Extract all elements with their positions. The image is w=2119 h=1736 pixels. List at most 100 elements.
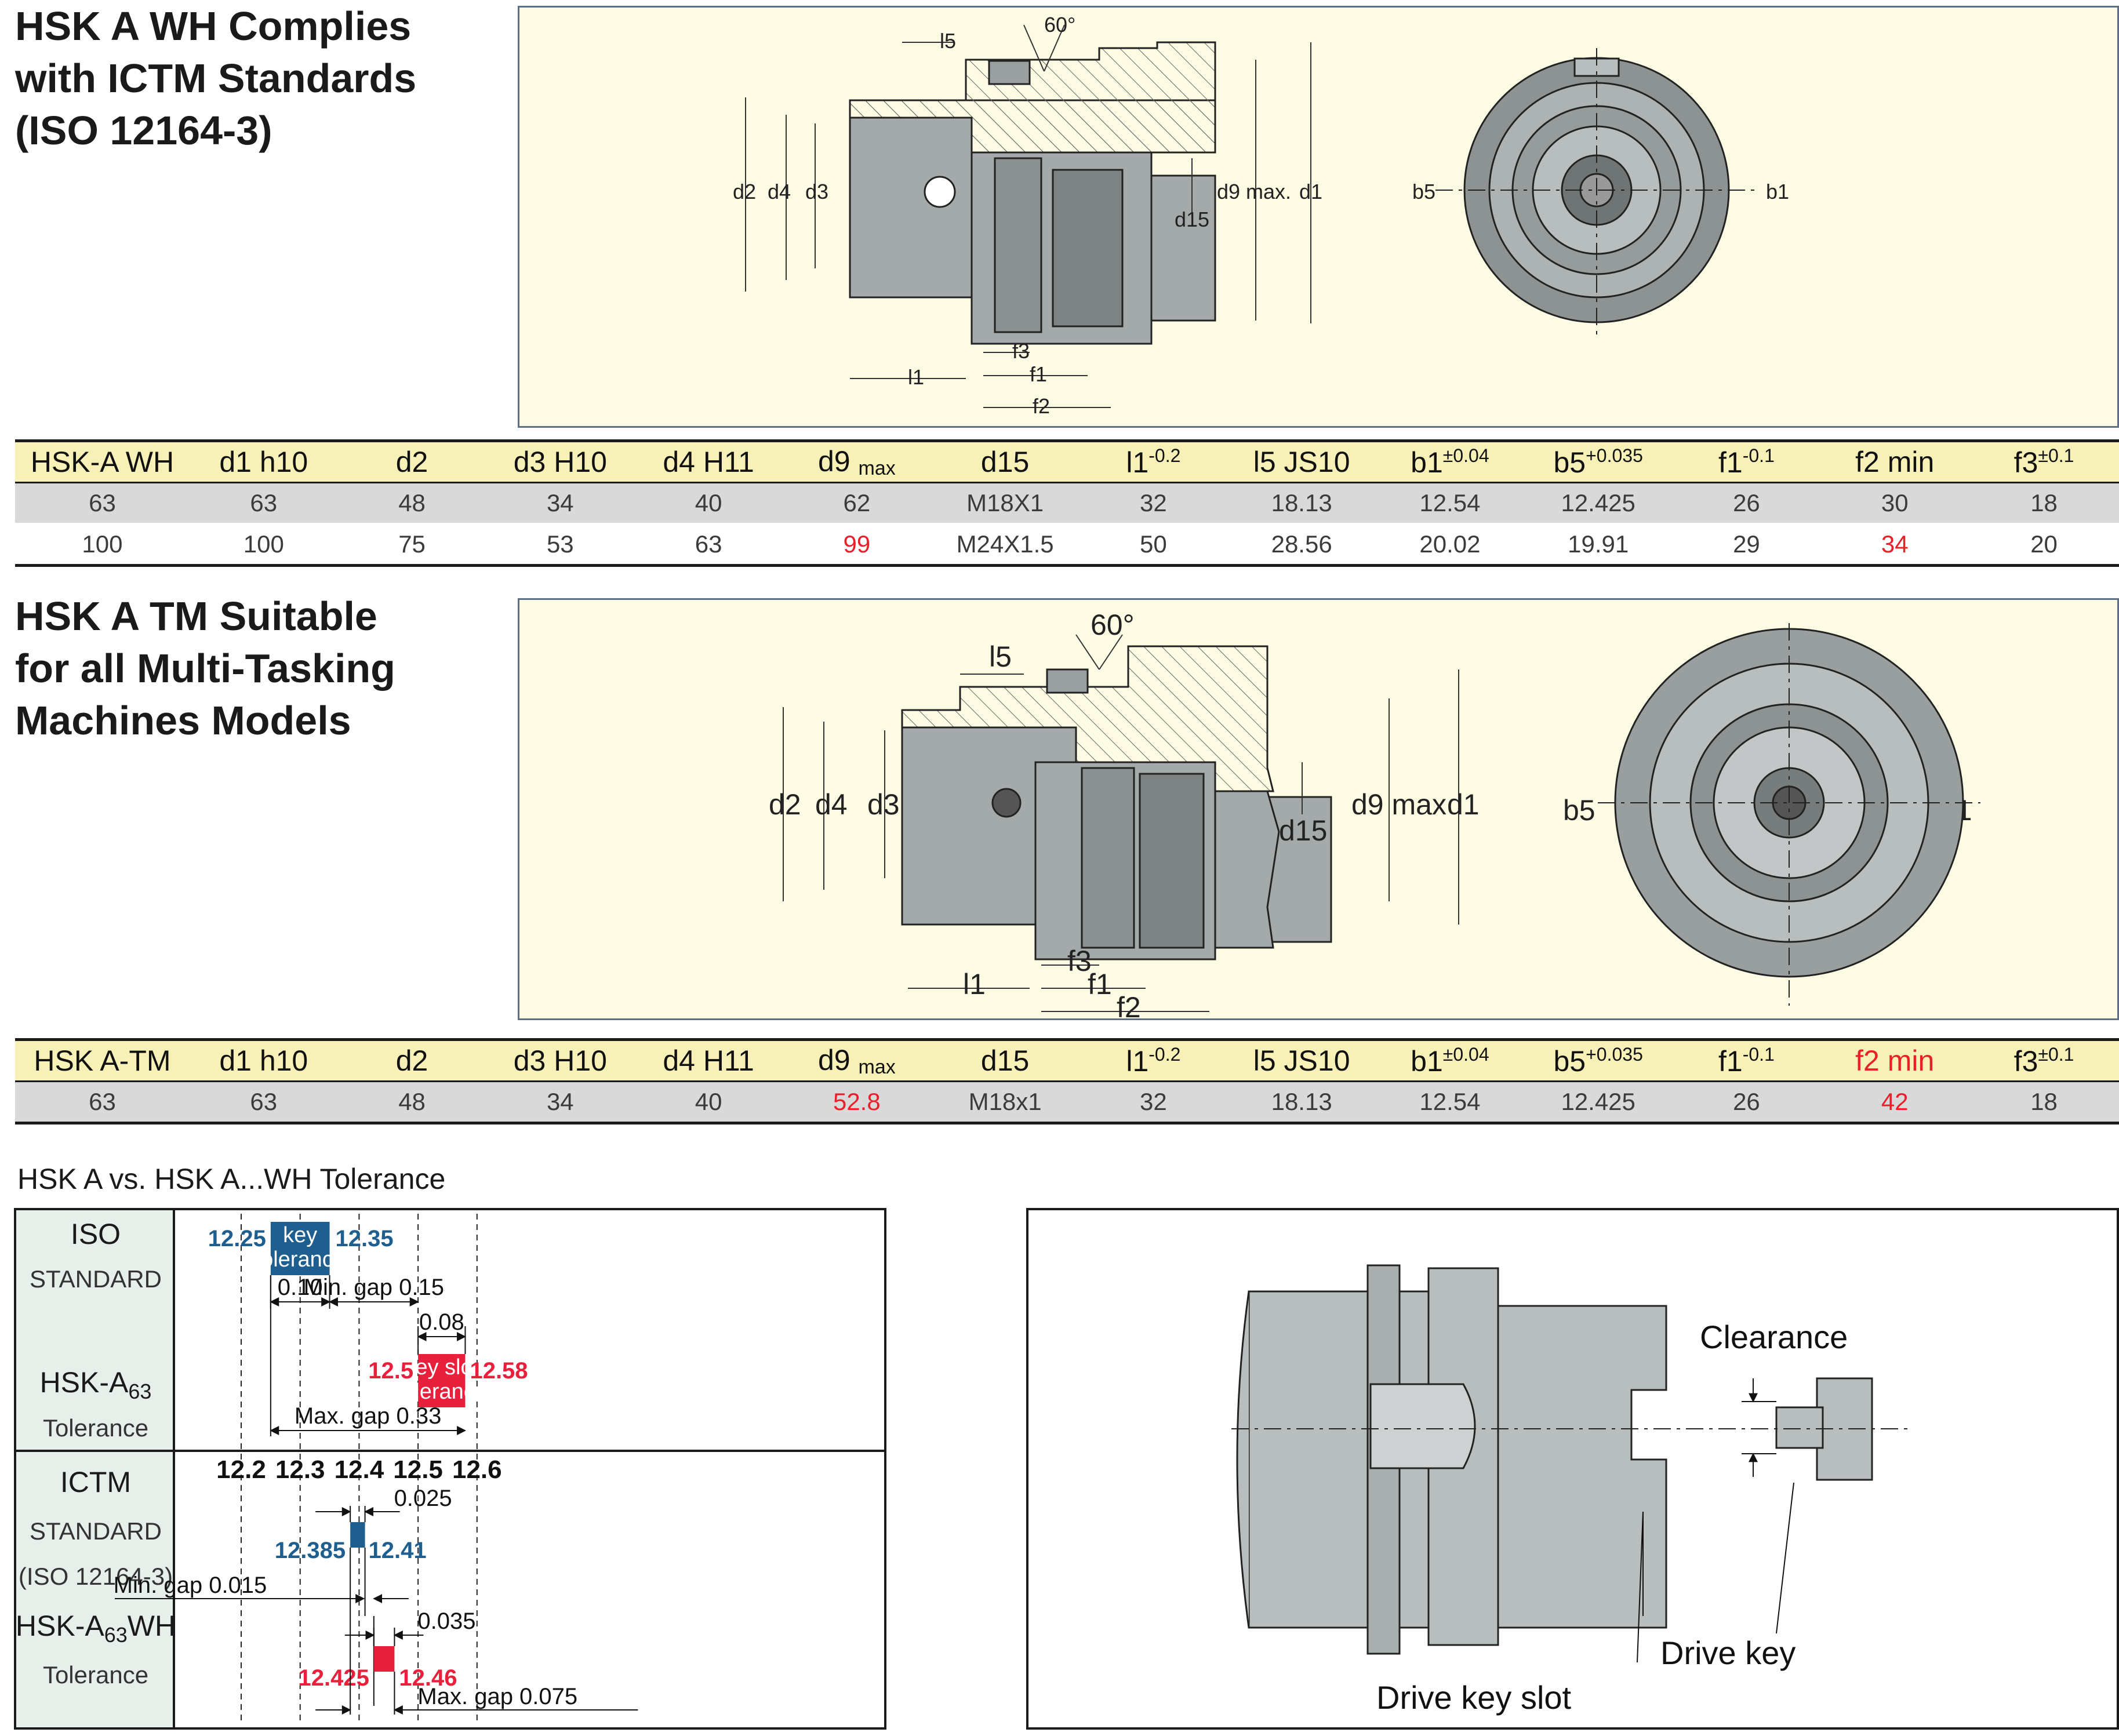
table1-col-header: d1 h10 [189, 439, 338, 483]
ictm-slot-tolerance-bar [373, 1646, 395, 1672]
l5-label: l5 [989, 640, 1012, 673]
table-row: 63 63 48 34 40 62 M18X1 32 18.13 12.54 1… [15, 482, 2119, 524]
l5-label: l5 [940, 29, 956, 53]
table1: HSK-A WH d1 h10 d2 d3 H10 d4 H11 d9 max … [15, 439, 2119, 567]
table2-col-header: l1-0.2 [1079, 1038, 1228, 1082]
d15-label: d15 [1175, 208, 1209, 231]
table-cell: 48 [398, 1088, 426, 1115]
table2-col-header: d4 H11 [634, 1038, 783, 1082]
section2-drawing-panel: 60° l5 d2 d4 d3 d15 d9 max d1 f3 f1 l1 f… [518, 598, 2119, 1020]
section2-drawing: 60° l5 d2 d4 d3 d15 d9 max d1 f3 f1 l1 f… [769, 609, 1980, 1018]
axis-tick-label: 12.6 [452, 1455, 502, 1484]
tolerance-row-labels [16, 1210, 175, 1727]
table-cell: 12.425 [1561, 489, 1635, 516]
iso-key-tolerance-bar [270, 1222, 330, 1275]
tm-side-view [901, 645, 1332, 960]
table1-col-header: d9 max [782, 439, 931, 483]
table-cell: 48 [398, 489, 426, 516]
iso-min-gap-label: Min. gap 0.15 [304, 1275, 444, 1300]
table1-col-header: l5 JS10 [1227, 439, 1376, 483]
l1-label: l1 [963, 968, 986, 1000]
table2-col-header: d9 max [782, 1038, 931, 1082]
axis-tick-label: 12.2 [216, 1455, 266, 1484]
table-cell: 63 [695, 530, 722, 558]
hsk-a63wh-tolerance-label: Tolerance [42, 1661, 149, 1688]
d4-label: d4 [815, 788, 848, 821]
table-cell-highlight: 42 [1881, 1088, 1909, 1115]
ictm-min-gap-label: Min. gap 0.015 [114, 1573, 267, 1598]
section2-title-line: Machines Models [15, 698, 351, 743]
section1-title-line: HSK A WH Complies [15, 3, 412, 49]
d9-label: d9 max. [1217, 180, 1291, 203]
iso-slot-bar-label: key slot [404, 1355, 479, 1380]
table-cell: 100 [243, 530, 284, 558]
l1-label: l1 [908, 365, 924, 389]
table-cell: 63 [89, 1088, 116, 1115]
f2-label: f2 [1033, 394, 1050, 418]
ictm-standard-label: STANDARD [30, 1517, 162, 1545]
iso-max-gap-label: Max. gap 0.33 [295, 1403, 442, 1429]
ictm-key-to-value: 12.41 [369, 1538, 427, 1563]
table-cell: 20 [2030, 530, 2058, 558]
table-cell-highlight: 52.8 [833, 1088, 881, 1115]
table2-col-header: b5+0.035 [1524, 1038, 1673, 1082]
b5-label: b5 [1412, 180, 1435, 203]
key-slot-diagram: Clearance Drive key Drive key slot [1026, 1208, 2119, 1730]
ictm-slot-from-value: 12.425 [298, 1665, 369, 1691]
d3-label: d3 [805, 180, 828, 203]
table-cell: 100 [82, 530, 123, 558]
table-cell: 18.13 [1271, 489, 1332, 516]
d9-label: d9 max [1351, 788, 1446, 821]
table-cell: 12.54 [1419, 489, 1481, 516]
table2-col-header: d15 [931, 1038, 1080, 1082]
ictm-iso-label: (ISO 12164-3) [18, 1563, 173, 1590]
b1-label: b1 [1766, 180, 1789, 203]
d2-label: d2 [769, 788, 801, 821]
d3-label: d3 [867, 788, 900, 821]
wh-dimension-lines [745, 24, 1311, 408]
table2-col-header: HSK A-TM [15, 1038, 190, 1082]
iso-slot-bar-label: tolerance [397, 1380, 487, 1404]
table-cell: 32 [1140, 1088, 1167, 1115]
table1-col-header: f1-0.1 [1672, 439, 1821, 483]
section1-drawing-panel: 60° l5 d2 d4 d3 d15 d9 max. d1 f3 f1 l1 … [518, 6, 2119, 428]
iso-standard-label: STANDARD [30, 1265, 162, 1293]
table2-col-header: d3 H10 [486, 1038, 635, 1082]
d4-label: d4 [768, 180, 791, 203]
table1-col-header: f2 min [1820, 439, 1969, 483]
table1-col-header: d3 H10 [486, 439, 635, 483]
iso-key-bar-label: key [283, 1223, 317, 1247]
iso-key-from-value: 12.25 [208, 1226, 266, 1251]
ictm-max-gap-label: Max. gap 0.075 [417, 1684, 577, 1709]
drive-key-slot-label: Drive key slot [1376, 1679, 1572, 1716]
d1-label: d1 [1447, 788, 1480, 821]
iso-slot-to-value: 12.58 [470, 1358, 528, 1384]
table-row: 63 63 48 34 40 52.8 M18x1 32 18.13 12.54… [15, 1081, 2119, 1123]
table-cell: M18x1 [968, 1088, 1042, 1115]
table-cell-highlight: 99 [843, 530, 871, 558]
table-cell: 63 [250, 489, 278, 516]
f3-label: f3 [1067, 945, 1092, 977]
table1-header-row: HSK-A WH d1 h10 d2 d3 H10 d4 H11 d9 max … [15, 439, 2119, 483]
tm-dimension-lines [783, 634, 1459, 1012]
section2-title-line: HSK A TM Suitable [15, 594, 377, 639]
ictm-slot-to-value: 12.46 [399, 1665, 457, 1691]
iso-key-to-value: 12.35 [336, 1226, 394, 1251]
axis-tick-label: 12.4 [335, 1455, 384, 1484]
table-cell: M18X1 [966, 489, 1044, 516]
section1-drawing: 60° l5 d2 d4 d3 d15 d9 max. d1 f3 f1 l1 … [733, 13, 1789, 418]
table-cell: 40 [695, 489, 722, 516]
table-cell: 62 [843, 489, 871, 516]
f3-label: f3 [1012, 339, 1030, 363]
table-cell: M24X1.5 [956, 530, 1054, 558]
tm-end-view [1598, 623, 1980, 1006]
table-cell: 75 [398, 530, 426, 558]
table2-header-row: HSK A-TM d1 h10 d2 d3 H10 d4 H11 d9 max … [15, 1038, 2119, 1082]
table2-col-header: f1-0.1 [1672, 1038, 1821, 1082]
table-cell: 32 [1140, 489, 1167, 516]
tolerance-title: HSK A vs. HSK A...WH Tolerance [17, 1163, 446, 1195]
wh-side-view [849, 41, 1216, 345]
section1-title-line: with ICTM Standards [15, 56, 417, 101]
table-cell: 29 [1733, 530, 1760, 558]
table-cell: 20.02 [1419, 530, 1481, 558]
